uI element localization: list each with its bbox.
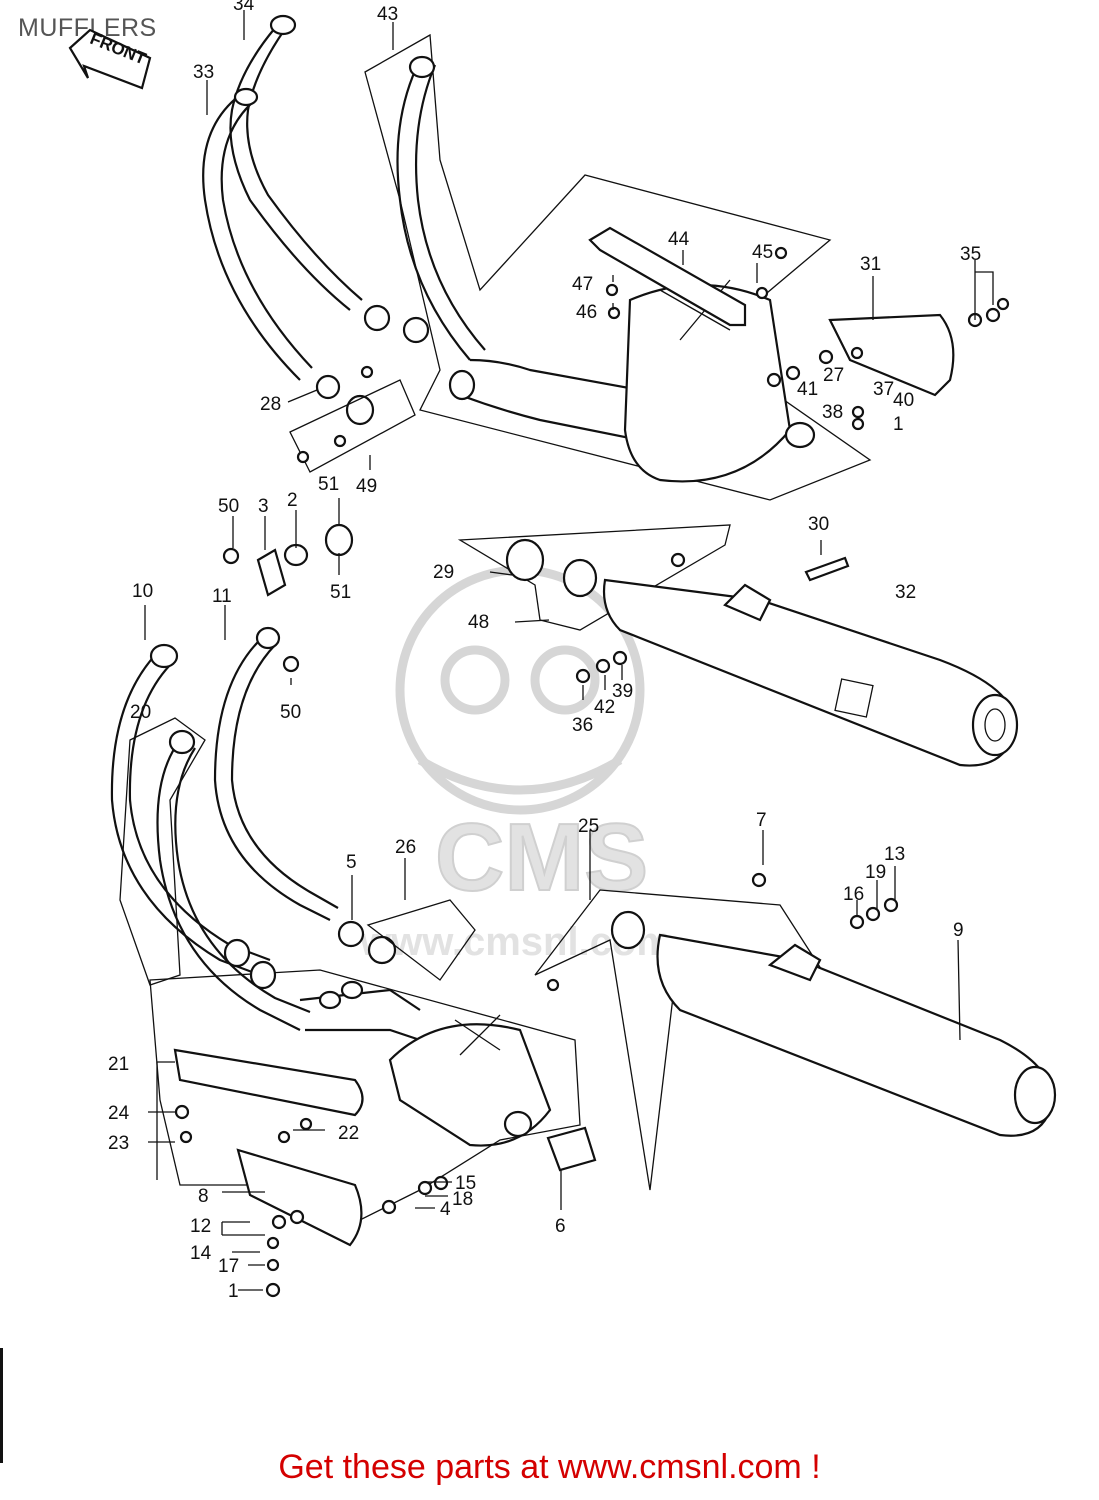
callout-11: 11 xyxy=(212,586,232,607)
callout-1-lower: 1 xyxy=(228,1281,239,1302)
callout-23: 23 xyxy=(108,1133,129,1154)
leader-lines xyxy=(144,10,994,1291)
callout-49: 49 xyxy=(356,476,377,497)
upper-exhaust-assembly xyxy=(202,14,1010,501)
callout-4: 4 xyxy=(440,1199,451,1220)
callout-29: 29 xyxy=(433,562,454,583)
callout-5: 5 xyxy=(346,852,357,873)
watermark-brand: CMS xyxy=(435,804,648,911)
callout-1-upper: 1 xyxy=(893,414,904,435)
callout-13: 13 xyxy=(884,844,905,865)
callout-33: 33 xyxy=(193,62,214,83)
callout-15: 15 xyxy=(455,1173,476,1194)
callout-37: 37 xyxy=(873,379,894,400)
callout-6: 6 xyxy=(555,1216,566,1237)
callout-28: 28 xyxy=(260,394,281,415)
callout-30: 30 xyxy=(808,514,829,535)
callout-50-upper: 50 xyxy=(218,496,239,517)
callout-42: 42 xyxy=(594,697,615,718)
callout-48: 48 xyxy=(468,612,489,633)
callout-31: 31 xyxy=(860,254,881,275)
callout-51-bottom: 51 xyxy=(330,582,351,603)
callout-39: 39 xyxy=(612,681,633,702)
callout-10: 10 xyxy=(132,581,153,602)
callout-35: 35 xyxy=(960,244,981,265)
edge-bar xyxy=(0,1348,3,1463)
callout-51-top: 51 xyxy=(318,474,339,495)
callout-27: 27 xyxy=(823,365,844,386)
callout-14: 14 xyxy=(190,1243,212,1264)
callout-25: 25 xyxy=(578,816,599,837)
callout-40: 40 xyxy=(893,390,914,411)
lower-exhaust-assembly xyxy=(110,626,1057,1298)
callout-9: 9 xyxy=(953,920,964,941)
callout-16: 16 xyxy=(843,884,864,905)
callout-26: 26 xyxy=(395,837,416,858)
middle-parts xyxy=(222,523,1019,767)
callout-36: 36 xyxy=(572,715,593,736)
callout-32: 32 xyxy=(895,582,916,603)
callout-7: 7 xyxy=(756,810,767,831)
callout-17: 17 xyxy=(218,1256,239,1277)
callout-44: 44 xyxy=(668,229,690,250)
callouts: 34 43 33 44 45 47 46 31 35 27 41 37 38 4… xyxy=(108,0,981,1302)
callout-19: 19 xyxy=(865,862,886,883)
callout-21: 21 xyxy=(108,1054,129,1075)
callout-41: 41 xyxy=(797,379,818,400)
callout-3: 3 xyxy=(258,496,269,517)
callout-18: 18 xyxy=(452,1189,473,1210)
callout-47: 47 xyxy=(572,274,593,295)
callout-20: 20 xyxy=(130,702,151,723)
callout-34: 34 xyxy=(233,0,255,15)
callout-24: 24 xyxy=(108,1103,130,1124)
callout-38: 38 xyxy=(822,402,843,423)
callout-2: 2 xyxy=(287,490,298,511)
callout-45: 45 xyxy=(752,242,773,263)
callout-43: 43 xyxy=(377,4,398,25)
callout-12: 12 xyxy=(190,1216,211,1237)
footer-link[interactable]: Get these parts at www.cmsnl.com ! xyxy=(278,1448,821,1486)
callout-50-lower: 50 xyxy=(280,702,301,723)
callout-22: 22 xyxy=(338,1123,359,1144)
callout-46: 46 xyxy=(576,302,597,323)
callout-8: 8 xyxy=(198,1186,209,1207)
front-direction-sign: FRONT xyxy=(68,28,152,90)
